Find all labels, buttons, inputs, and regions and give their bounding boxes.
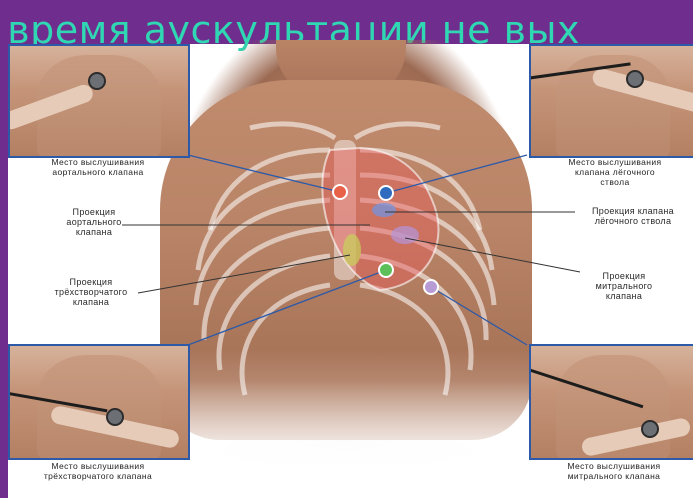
clavicle-right: [355, 124, 440, 138]
stethoscope-icon: [626, 70, 644, 88]
pulmonary-auscultation-dot: [378, 185, 394, 201]
label-line: лёгочного ствола: [574, 216, 692, 226]
label-line: Проекция: [36, 277, 146, 287]
label-pulmonary-projection: Проекция клапана лёгочного ствола: [574, 206, 692, 226]
label-line: Проекция клапана: [574, 206, 692, 216]
caption-aortic-site: Место выслушивания аортального клапана: [20, 157, 176, 177]
caption-line: митрального клапана: [538, 471, 690, 481]
rib-l1: [210, 150, 330, 230]
thumbnail-mitral-site: [529, 344, 693, 460]
caption-line: Место выслушивания: [20, 157, 176, 167]
label-tricuspid-projection: Проекция трёхстворчатого клапана: [36, 277, 146, 307]
rib-l6: [242, 285, 330, 395]
clavicle-left: [250, 124, 335, 138]
caption-tricuspid-site: Место выслушивания трёхстворчатого клапа…: [18, 461, 178, 481]
rib-l5: [219, 256, 330, 370]
label-line: митрального: [576, 281, 672, 291]
caption-line: Место выслушивания: [18, 461, 178, 471]
line-tricuspid-site: [188, 270, 386, 345]
label-line: Проекция: [44, 207, 144, 217]
caption-mitral-site: Место выслушивания митрального клапана: [538, 461, 690, 481]
caption-line: клапана лёгочного: [540, 167, 690, 177]
aortic-auscultation-dot: [332, 184, 348, 200]
thumbnail-pulmonary-site: [529, 44, 693, 158]
label-aortic-projection: Проекция аортального клапана: [44, 207, 144, 237]
label-line: трёхстворчатого: [36, 287, 146, 297]
caption-line: Место выслушивания: [540, 157, 690, 167]
caption-line: аортального клапана: [20, 167, 176, 177]
caption-line: Место выслушивания: [538, 461, 690, 471]
stethoscope-icon: [106, 408, 124, 426]
thumbnail-tricuspid-site: [8, 344, 190, 460]
stethoscope-icon: [88, 72, 106, 90]
thumbnail-aortic-site: [8, 44, 190, 158]
tricuspid-valve-shape: [343, 234, 361, 266]
tricuspid-auscultation-dot: [378, 262, 394, 278]
stethoscope-icon: [641, 420, 659, 438]
caption-line: трёхстворчатого клапана: [18, 471, 178, 481]
label-line: аортального: [44, 217, 144, 227]
caption-pulmonary-site: Место выслушивания клапана лёгочного ств…: [540, 157, 690, 187]
label-mitral-projection: Проекция митрального клапана: [576, 271, 672, 301]
label-line: клапана: [576, 291, 672, 301]
label-line: клапана: [44, 227, 144, 237]
pulmonary-valve-shape: [372, 203, 396, 217]
mitral-valve-shape: [391, 226, 419, 244]
rib-r6: [360, 285, 448, 395]
label-line: Проекция: [576, 271, 672, 281]
mitral-auscultation-dot: [423, 279, 439, 295]
rib-l2: [198, 175, 330, 270]
caption-line: ствола: [540, 177, 690, 187]
label-line: клапана: [36, 297, 146, 307]
